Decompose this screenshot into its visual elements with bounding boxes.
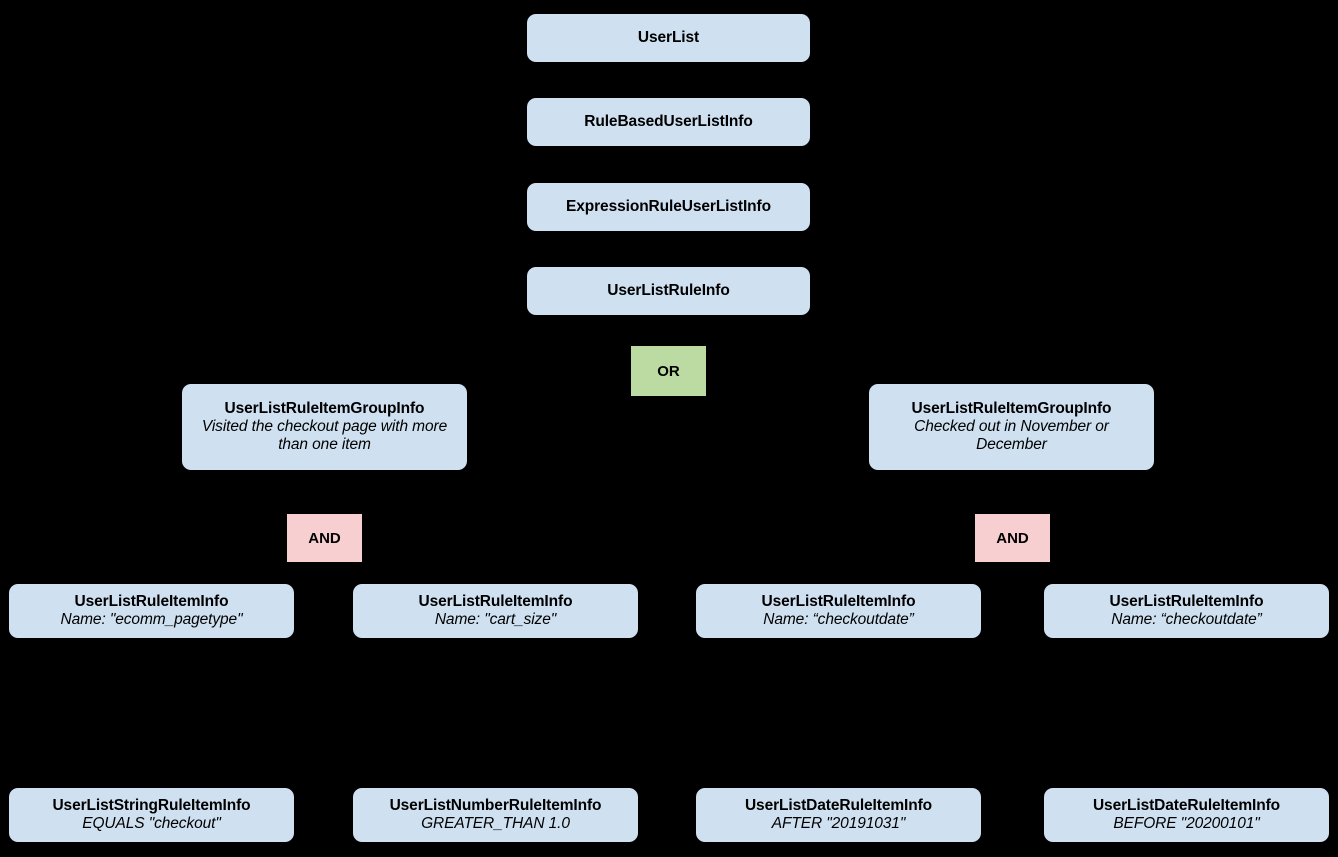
badge-and-left[interactable]: AND bbox=[287, 514, 362, 562]
node-subtitle: BEFORE "20200101" bbox=[1113, 815, 1260, 832]
node-subtitle: Name: "cart_size" bbox=[434, 611, 557, 628]
node-subtitle: GREATER_THAN 1.0 bbox=[421, 815, 570, 832]
node-title: ExpressionRuleUserListInfo bbox=[566, 197, 771, 215]
node-title: UserListRuleInfo bbox=[607, 281, 730, 299]
node-subtitle: EQUALS "checkout" bbox=[82, 815, 221, 832]
node-title: UserListRuleItemInfo bbox=[1109, 592, 1264, 610]
node-group-left[interactable]: UserListRuleItemGroupInfo Visited the ch… bbox=[182, 384, 467, 470]
node-group-right[interactable]: UserListRuleItemGroupInfo Checked out in… bbox=[869, 384, 1154, 470]
node-title: UserListDateRuleItemInfo bbox=[744, 796, 933, 814]
node-title: UserListStringRuleItemInfo bbox=[52, 796, 251, 814]
node-title: UserList bbox=[637, 28, 700, 46]
node-leaf-string-rule-item[interactable]: UserListStringRuleItemInfo EQUALS "check… bbox=[9, 788, 294, 842]
node-subtitle: Name: "ecomm_pagetype" bbox=[60, 611, 243, 628]
node-leaf-date-rule-item-before[interactable]: UserListDateRuleItemInfo BEFORE "2020010… bbox=[1044, 788, 1329, 842]
badge-and-label: AND bbox=[996, 529, 1029, 547]
node-expression-rule-user-list-info[interactable]: ExpressionRuleUserListInfo bbox=[527, 183, 810, 231]
node-title: UserListRuleItemInfo bbox=[418, 592, 573, 610]
node-title: UserListRuleItemGroupInfo bbox=[911, 399, 1112, 417]
node-title: RuleBasedUserListInfo bbox=[584, 112, 753, 130]
badge-and-label: AND bbox=[308, 529, 341, 547]
node-subtitle: AFTER "20191031" bbox=[771, 815, 906, 832]
node-title: UserListRuleItemInfo bbox=[74, 592, 229, 610]
node-subtitle: Checked out in November or December bbox=[914, 417, 1109, 454]
edge-and-right-to-item-4 bbox=[1045, 560, 1187, 585]
node-rule-item-3[interactable]: UserListRuleItemInfo Name: “checkoutdate… bbox=[696, 584, 981, 638]
edge-and-right-to-item-3 bbox=[837, 560, 979, 585]
edge-and-left-to-item-2 bbox=[359, 560, 497, 585]
node-title: UserListNumberRuleItemInfo bbox=[389, 796, 602, 814]
node-rule-item-1[interactable]: UserListRuleItemInfo Name: "ecomm_pagety… bbox=[9, 584, 294, 638]
node-subtitle: Name: “checkoutdate” bbox=[1111, 611, 1262, 628]
node-rule-item-2[interactable]: UserListRuleItemInfo Name: "cart_size" bbox=[353, 584, 638, 638]
edge-and-left-to-item-1 bbox=[150, 560, 291, 585]
node-leaf-date-rule-item-after[interactable]: UserListDateRuleItemInfo AFTER "20191031… bbox=[696, 788, 981, 842]
node-title: UserListDateRuleItemInfo bbox=[1092, 796, 1281, 814]
node-title: UserListRuleItemGroupInfo bbox=[224, 399, 425, 417]
badge-or[interactable]: OR bbox=[631, 346, 706, 396]
node-rule-item-4[interactable]: UserListRuleItemInfo Name: “checkoutdate… bbox=[1044, 584, 1329, 638]
node-subtitle: Visited the checkout page with more than… bbox=[201, 417, 448, 454]
node-rule-based-user-list-info[interactable]: RuleBasedUserListInfo bbox=[527, 98, 810, 146]
badge-or-label: OR bbox=[657, 362, 680, 380]
node-title: UserListRuleItemInfo bbox=[761, 592, 916, 610]
node-subtitle: Name: “checkoutdate” bbox=[763, 611, 914, 628]
node-user-list[interactable]: UserList bbox=[527, 14, 810, 62]
node-leaf-number-rule-item[interactable]: UserListNumberRuleItemInfo GREATER_THAN … bbox=[353, 788, 638, 842]
badge-and-right[interactable]: AND bbox=[975, 514, 1050, 562]
node-user-list-rule-info[interactable]: UserListRuleInfo bbox=[527, 267, 810, 315]
